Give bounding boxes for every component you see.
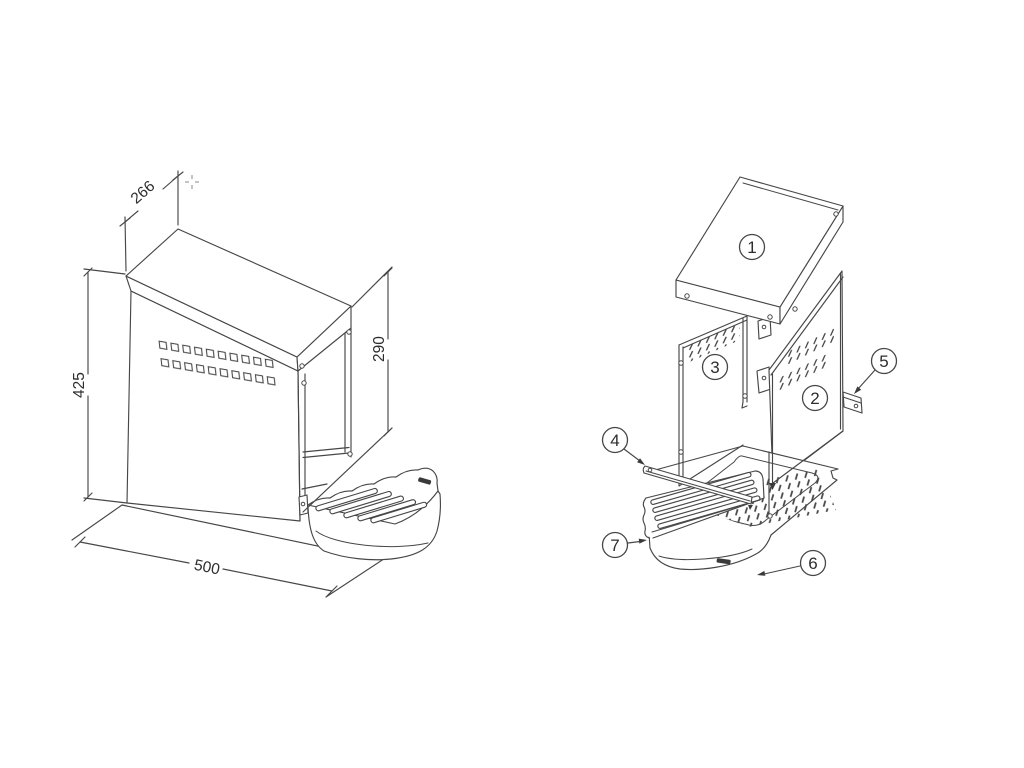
dimension-depth-value: 266 (128, 178, 159, 208)
part-rail (842, 391, 863, 414)
part-rear-panel (678, 315, 748, 488)
part-label-1: 1 (738, 233, 766, 261)
part-label-6: 6 (757, 549, 827, 577)
part-label-4: 4 (601, 426, 645, 465)
part-label-7: 7 (601, 531, 647, 559)
part-labels: 1 2 3 4 5 (601, 233, 898, 577)
part-label-2: 2 (801, 384, 829, 412)
center-mark (185, 175, 199, 189)
part-front-panel (768, 270, 844, 485)
side-frame (297, 327, 353, 522)
svg-text:2: 2 (810, 389, 819, 408)
svg-text:7: 7 (610, 536, 619, 555)
part-corrugated-lid (642, 470, 765, 539)
svg-text:3: 3 (710, 358, 719, 377)
dimension-side-height-value: 290 (371, 336, 388, 362)
svg-text:1: 1 (747, 238, 756, 257)
plate-perforations (696, 468, 836, 534)
svg-text:5: 5 (879, 352, 888, 371)
lid (125, 228, 352, 372)
part-bar (642, 465, 753, 510)
dimension-height-value: 425 (71, 372, 88, 398)
svg-text:6: 6 (808, 554, 817, 573)
part-label-3: 3 (701, 353, 729, 381)
dimension-height: 425 (71, 267, 128, 504)
basin-handle-slot (716, 558, 731, 565)
part-label-5: 5 (854, 347, 898, 394)
tray-handle-slot (418, 477, 432, 485)
front-perforations (157, 339, 280, 394)
exploded-view: 1 2 3 4 5 (601, 176, 898, 577)
tray-corrugated-lid (307, 467, 439, 525)
svg-text:4: 4 (610, 431, 619, 450)
dimension-side-height: 290 (302, 266, 393, 513)
dimension-width-value: 500 (193, 557, 222, 579)
assembled-view: 500 (71, 170, 441, 598)
